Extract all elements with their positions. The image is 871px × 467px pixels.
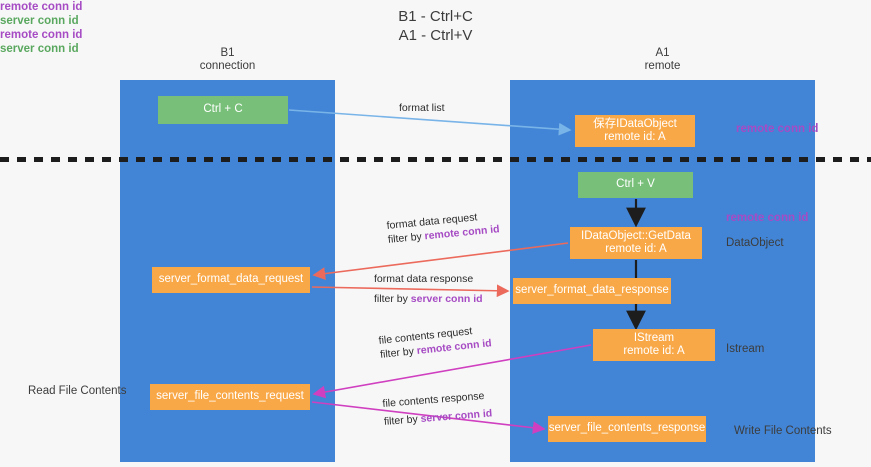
label-format-data-response-line2: filter by server conn id bbox=[374, 292, 483, 306]
label-format-data-request: format data request filter by remote con… bbox=[386, 208, 500, 247]
lane-header-b1: B1 connection bbox=[199, 47, 256, 72]
box-ctrl-c[interactable]: Ctrl + C bbox=[158, 96, 288, 124]
note-read-file-contents: Read File Contents bbox=[28, 385, 127, 397]
note-server-conn-id-left-mid: server conn id bbox=[0, 15, 79, 27]
label-format-list: format list bbox=[399, 102, 445, 114]
box-ctrl-v[interactable]: Ctrl + V bbox=[578, 172, 693, 198]
note-server-conn-id-left-bottom: server conn id bbox=[0, 43, 79, 55]
note-left-ids-bottom: remote conn id server conn id bbox=[0, 28, 871, 56]
box-server-format-data-response[interactable]: server_format_data_response bbox=[513, 278, 671, 304]
section-divider bbox=[0, 157, 871, 162]
label-format-data-response-line1: format data response bbox=[374, 273, 474, 285]
box-server-format-data-request[interactable]: server_format_data_request bbox=[152, 267, 310, 293]
note-remote-conn-id-top: remote conn id bbox=[736, 123, 819, 135]
note-remote-conn-id-mid: remote conn id bbox=[726, 212, 809, 224]
filter-prefix: filter by bbox=[383, 413, 422, 428]
note-remote-conn-id-left-bottom: remote conn id bbox=[0, 29, 83, 41]
label-format-data-response: format data response filter by server co… bbox=[374, 272, 483, 306]
note-remote-conn-id-left-mid: remote conn id bbox=[0, 1, 83, 13]
label-file-contents-response: file contents response filter by server … bbox=[382, 388, 493, 428]
lane-header-a1: A1 remote bbox=[644, 47, 681, 72]
note-left-ids-mid: remote conn id server conn id bbox=[0, 0, 871, 28]
label-file-contents-request: file contents request filter by remote c… bbox=[378, 322, 492, 362]
note-write-file-contents: Write File Contents bbox=[734, 425, 832, 437]
box-istream[interactable]: IStream remote id: A bbox=[593, 329, 715, 361]
filter-id-server: server conn id bbox=[420, 407, 493, 426]
filter-id-server: server conn id bbox=[410, 293, 483, 305]
box-idataobject-store[interactable]: 保存IDataObject remote id: A bbox=[575, 115, 695, 147]
filter-prefix: filter by bbox=[379, 345, 418, 361]
box-idataobject-getdata[interactable]: IDataObject::GetData remote id: A bbox=[570, 227, 702, 259]
box-server-file-contents-response[interactable]: server_file_contents_response bbox=[548, 416, 706, 442]
label-file-contents-response-line2: filter by server conn id bbox=[383, 406, 492, 428]
note-data-object: DataObject bbox=[726, 237, 784, 249]
page-title: B1 - Ctrl+C A1 - Ctrl+V bbox=[398, 8, 473, 44]
box-server-file-contents-request[interactable]: server_file_contents_request bbox=[150, 384, 310, 410]
note-istream: Istream bbox=[726, 343, 765, 355]
filter-prefix: filter by bbox=[374, 293, 411, 305]
filter-prefix: filter by bbox=[387, 230, 426, 246]
